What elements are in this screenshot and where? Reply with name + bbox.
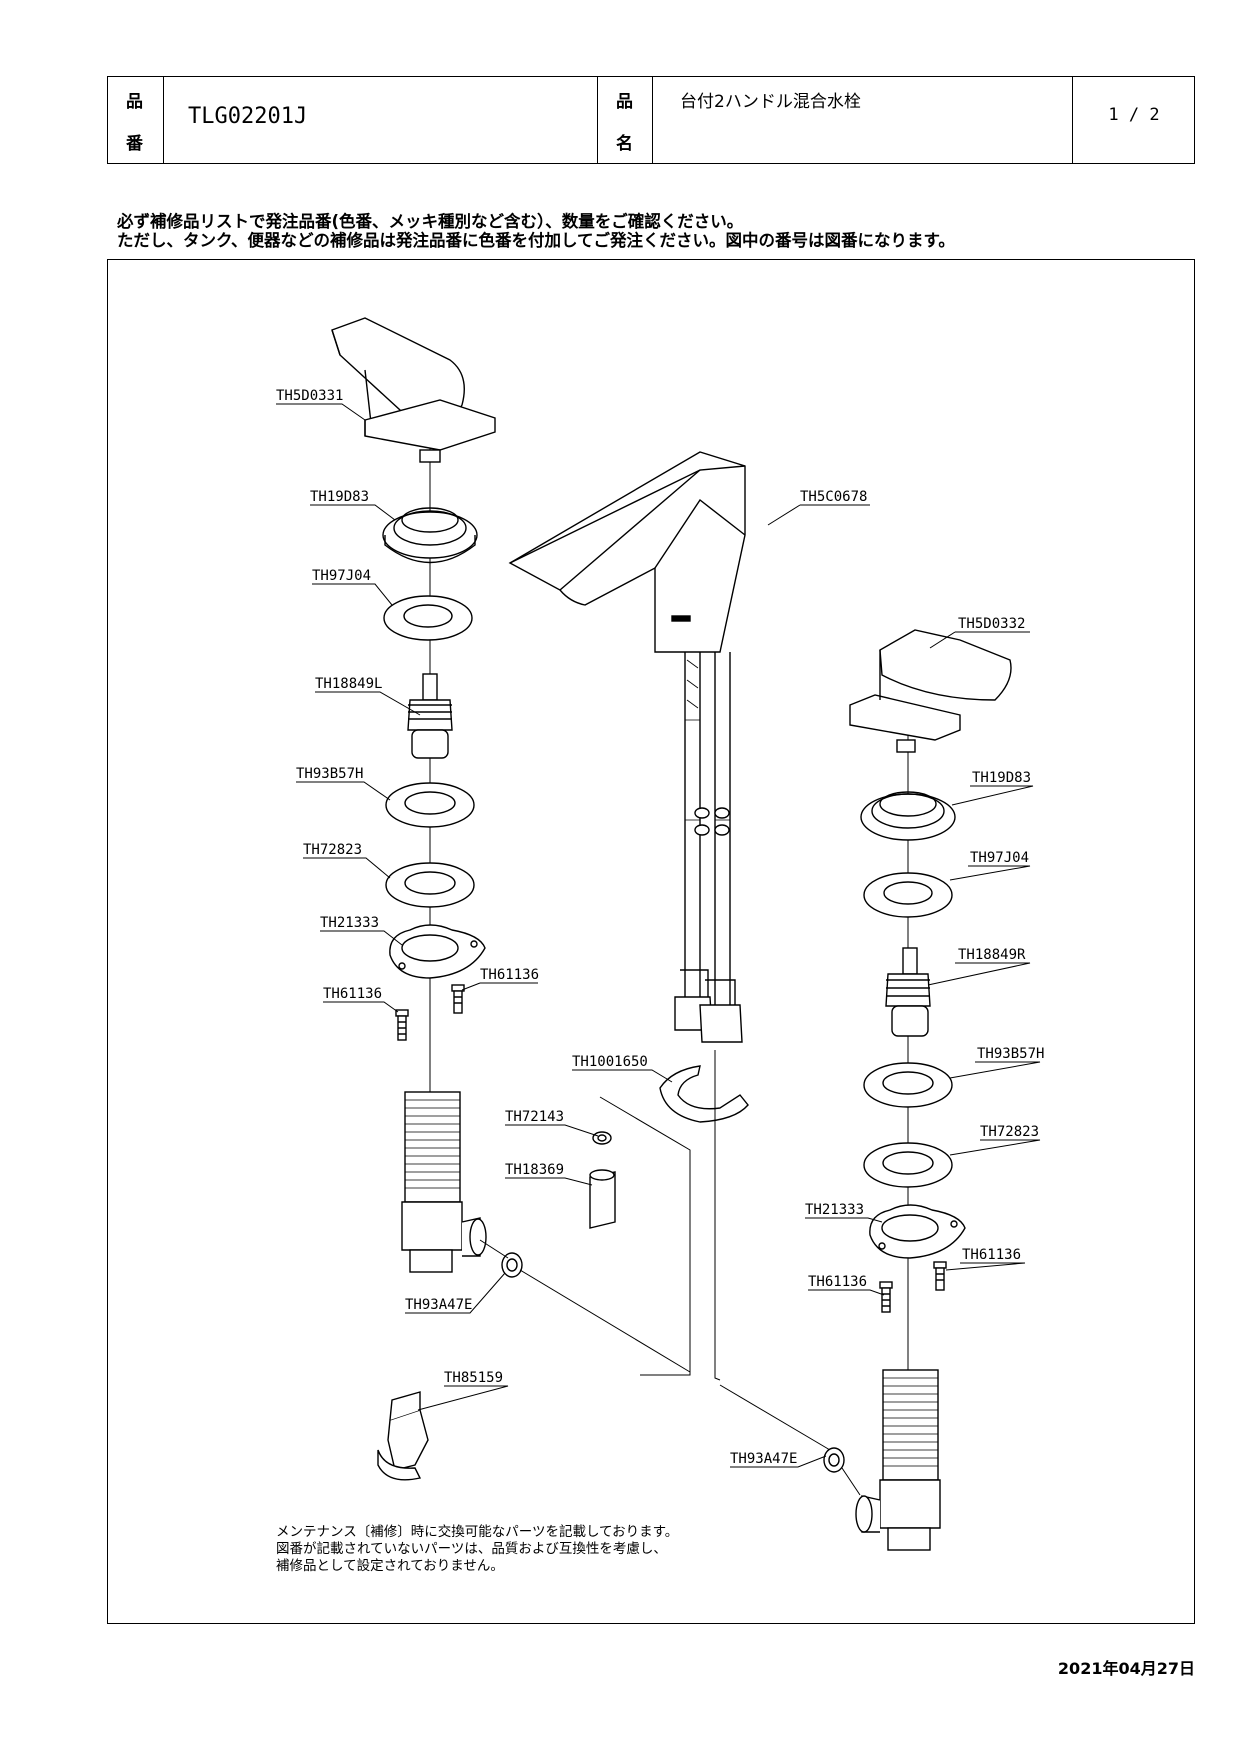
right-nut <box>860 791 956 841</box>
part-label: TH97J04 <box>970 850 1029 866</box>
hoses <box>684 652 731 1010</box>
oring <box>592 1131 612 1145</box>
part-label: TH5D0331 <box>276 388 343 404</box>
part-label: TH61136 <box>323 986 382 1002</box>
part-label: TH93B57H <box>977 1046 1044 1062</box>
part-label: TH61136 <box>480 967 539 983</box>
part-name-label-cell: 品 名 <box>597 77 653 163</box>
part-label: TH5C0678 <box>800 489 867 505</box>
right-washer-1 <box>863 872 953 918</box>
part-number: TLG02201J <box>188 104 308 129</box>
right-washer-3 <box>863 1142 953 1188</box>
right-gasket <box>823 1447 845 1473</box>
page-number: 1 / 2 <box>1108 105 1160 125</box>
left-handle <box>331 317 496 463</box>
leader-line <box>479 1239 509 1259</box>
connection-line <box>719 1384 831 1451</box>
left-gasket <box>501 1252 523 1278</box>
right-screw-a <box>879 1281 893 1313</box>
part-label: TH93B57H <box>296 766 363 782</box>
part-label: TH97J04 <box>312 568 371 584</box>
part-label: TH18849L <box>315 676 382 692</box>
part-label: TH61136 <box>962 1247 1021 1263</box>
hose-nuts <box>674 969 743 1043</box>
right-cartridge <box>885 947 931 1037</box>
right-washer-2 <box>863 1062 953 1108</box>
connection-line <box>599 1096 691 1376</box>
left-washer-1 <box>383 595 473 641</box>
note-line: 図番が記載されていないパーツは、品質および互換性を考慮し、 <box>276 1541 667 1557</box>
part-label: TH21333 <box>805 1202 864 1218</box>
part-name-cell: 台付2ハンドル混合水栓 <box>653 77 1073 163</box>
right-plate <box>869 1204 966 1259</box>
right-handle <box>849 629 1012 753</box>
left-nut <box>382 507 478 564</box>
spout <box>508 451 746 653</box>
left-screw-a <box>395 1009 409 1041</box>
part-label: TH19D83 <box>310 489 369 505</box>
connection-line <box>519 1269 691 1373</box>
left-washer-3 <box>385 862 475 908</box>
note-line: 補修品として設定されておりません。 <box>276 1558 504 1574</box>
label-char: 番 <box>126 134 143 154</box>
notice-line: ただし、タンク、便器などの補修品は発注品番に色番を付加してご発注ください。図中の… <box>117 231 955 250</box>
clip <box>659 1065 749 1123</box>
part-no-label-cell: 品 番 <box>108 77 164 163</box>
connection-line <box>714 1050 721 1381</box>
note-line: メンテナンス〔補修〕時に交換可能なパーツを記載しております。 <box>276 1524 679 1540</box>
left-screw-b <box>451 984 465 1014</box>
part-label: TH18849R <box>958 947 1026 963</box>
right-screw-b <box>933 1261 947 1291</box>
leader-line <box>841 1467 861 1496</box>
diagram-frame <box>107 259 1195 1624</box>
right-shank <box>855 1369 941 1551</box>
part-label: TH72823 <box>303 842 362 858</box>
part-labels: TH5D0331 TH19D83 TH97J04 TH18849L TH93B5… <box>276 388 1044 1467</box>
left-plate <box>389 924 486 979</box>
part-label: TH72143 <box>505 1109 564 1125</box>
label-char: 品 <box>126 92 143 112</box>
label-char: 名 <box>616 134 633 154</box>
left-washer-2 <box>385 782 475 828</box>
leader-lines <box>276 403 1041 1468</box>
part-label: TH93A47E <box>730 1451 797 1467</box>
part-label: TH93A47E <box>405 1297 472 1313</box>
document-date: 2021年04月27日 <box>1057 1659 1195 1678</box>
part-label: TH21333 <box>320 915 379 931</box>
part-label: TH61136 <box>808 1274 867 1290</box>
label-char: 品 <box>616 92 633 112</box>
left-cartridge <box>407 673 453 759</box>
part-label: TH1001650 <box>572 1054 648 1070</box>
part-label: TH18369 <box>505 1162 564 1178</box>
part-label: TH19D83 <box>972 770 1031 786</box>
part-name: 台付2ハンドル混合水栓 <box>680 92 861 112</box>
part-label: TH85159 <box>444 1370 503 1386</box>
order-notice: 必ず補修品リストで発注品番(色番、メッキ種別など含む）、数量をご確認ください。 … <box>117 212 955 250</box>
notice-line: 必ず補修品リストで発注品番(色番、メッキ種別など含む）、数量をご確認ください。 <box>117 212 744 231</box>
coupling <box>589 1169 616 1229</box>
wrench-tool <box>377 1391 429 1481</box>
title-block: 品 番 TLG02201J 品 名 台付2ハンドル混合水栓 1 / 2 <box>107 76 1195 164</box>
maintenance-note: メンテナンス〔補修〕時に交換可能なパーツを記載しております。 図番が記載されてい… <box>276 1524 678 1575</box>
part-label: TH72823 <box>980 1124 1039 1140</box>
part-label: TH5D0332 <box>958 616 1025 632</box>
left-shank <box>401 1091 487 1273</box>
